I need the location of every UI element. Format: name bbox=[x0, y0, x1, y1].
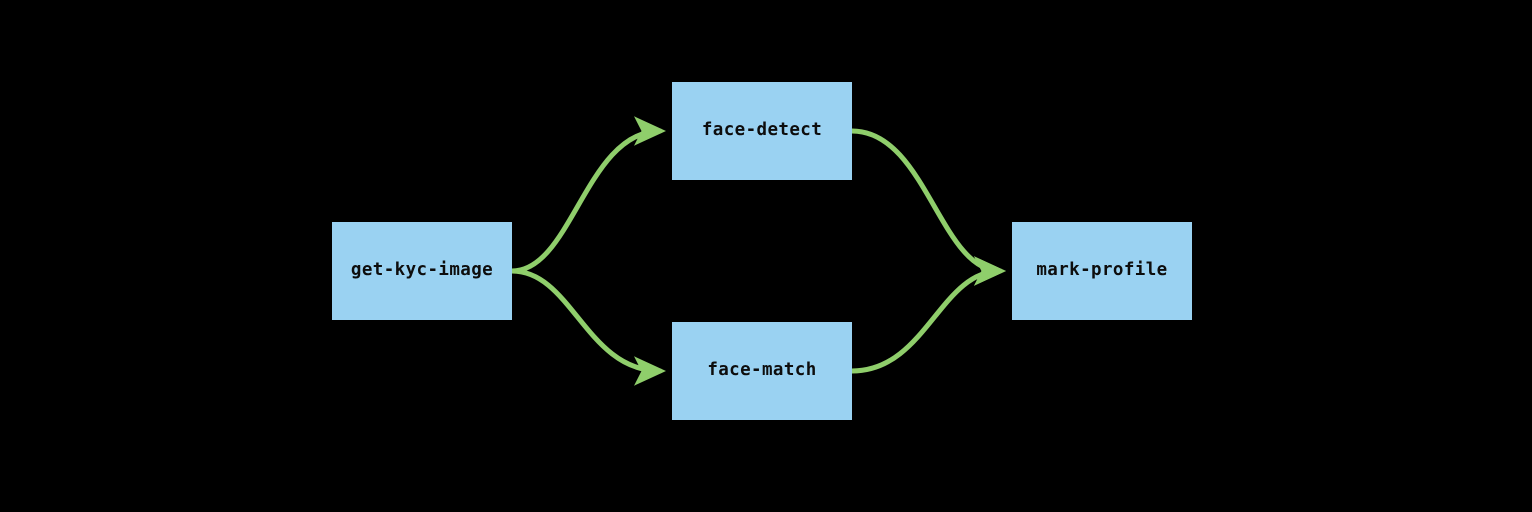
node-get-kyc-image[interactable]: get-kyc-image bbox=[332, 222, 512, 320]
node-face-detect[interactable]: face-detect bbox=[672, 82, 852, 180]
edge-face-detect-to-mark-profile bbox=[849, 128, 1006, 286]
edge-get-kyc-image-to-face-detect bbox=[509, 116, 666, 274]
node-label: face-match bbox=[707, 360, 817, 381]
edge-get-kyc-image-to-face-match bbox=[509, 268, 666, 386]
node-face-match[interactable]: face-match bbox=[672, 322, 852, 420]
node-mark-profile[interactable]: mark-profile bbox=[1012, 222, 1192, 320]
node-label: mark-profile bbox=[1036, 260, 1168, 281]
edge-face-match-to-mark-profile bbox=[849, 256, 1006, 374]
node-label: get-kyc-image bbox=[350, 260, 494, 281]
node-label: face-detect bbox=[701, 120, 823, 141]
